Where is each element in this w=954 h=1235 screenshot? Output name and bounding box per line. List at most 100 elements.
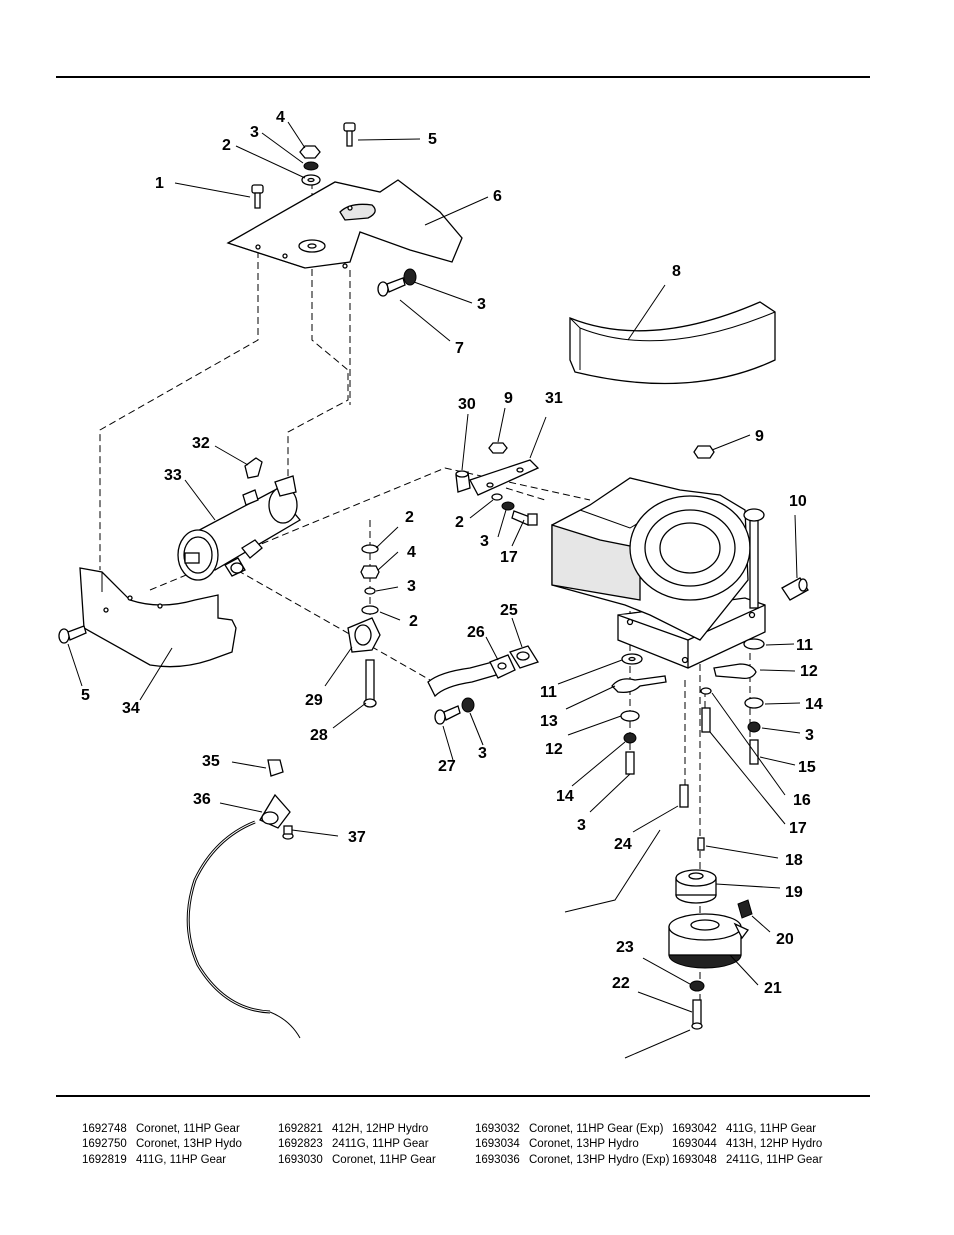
- bottom-rule: [56, 1095, 870, 1097]
- callout-1: 1: [155, 175, 164, 192]
- model-description: Coronet, 11HP Gear: [332, 1153, 436, 1166]
- model-entry: 1692823 2411G, 11HP Gear: [278, 1137, 436, 1152]
- callout-labels: 1 2 3 4 5 6 3 7 8 30 9 31 9 10 32 33 2 4…: [81, 109, 823, 997]
- top-hardware: [251, 122, 417, 297]
- heat-shield-part-34: [58, 567, 237, 668]
- pto-clutch: [564, 829, 753, 1059]
- model-number: 1693034: [475, 1138, 520, 1151]
- callout-6: 6: [493, 188, 502, 205]
- model-description: 411G, 11HP Gear: [726, 1123, 817, 1135]
- model-description: 412H, 12HP Hydro: [332, 1123, 429, 1135]
- callout-3: 3: [577, 817, 586, 834]
- callout-10: 10: [789, 493, 807, 510]
- callout-19: 19: [785, 884, 803, 901]
- muffler-part-33: [177, 457, 301, 581]
- callout-15: 15: [798, 759, 816, 776]
- callout-4: 4: [276, 109, 285, 126]
- exploded-parts-diagram: 1 2 3 4 5 6 3 7 8 30 9 31 9 10 32 33 2 4…: [58, 109, 823, 1059]
- model-number: 1692748: [82, 1123, 127, 1135]
- callout-20: 20: [776, 931, 794, 948]
- callout-32: 32: [192, 435, 210, 452]
- callout-3: 3: [480, 533, 489, 550]
- model-entry: 1692748 Coronet, 11HP Gear: [82, 1122, 242, 1137]
- callout-4: 4: [407, 544, 416, 561]
- engine: [551, 445, 809, 669]
- top-rule: [56, 76, 870, 78]
- callout-9: 9: [504, 390, 513, 407]
- callout-16: 16: [793, 792, 811, 809]
- callout-27: 27: [438, 758, 456, 775]
- callout-36: 36: [193, 791, 211, 808]
- model-description: Coronet, 11HP Gear (Exp): [529, 1123, 664, 1135]
- model-entry: 1693032 Coronet, 11HP Gear (Exp): [475, 1122, 669, 1137]
- throttle-cable: [186, 759, 301, 1039]
- callout-12: 12: [800, 663, 818, 680]
- model-number: 1692823: [278, 1138, 323, 1151]
- leader-lines: [67, 121, 801, 1013]
- callout-25: 25: [500, 602, 518, 619]
- callout-13: 13: [540, 713, 558, 730]
- callout-31: 31: [545, 390, 563, 407]
- callout-24: 24: [614, 836, 632, 853]
- callout-3: 3: [805, 727, 814, 744]
- callout-9: 9: [755, 428, 764, 445]
- callout-3: 3: [478, 745, 487, 762]
- callout-2: 2: [405, 509, 414, 526]
- model-description: Coronet, 11HP Gear: [136, 1123, 240, 1135]
- model-number: 1693042: [672, 1123, 717, 1135]
- bracket-part-31: [455, 442, 540, 526]
- model-description: 2411G, 11HP Gear: [332, 1138, 429, 1151]
- callout-2: 2: [222, 137, 231, 154]
- model-entry: 1692819 411G, 11HP Gear: [82, 1153, 242, 1168]
- left-washer-stack: [611, 653, 667, 775]
- callout-14: 14: [556, 788, 574, 805]
- model-entry: 1693034 Coronet, 13HP Hydro: [475, 1137, 669, 1152]
- model-number: 1693044: [672, 1138, 717, 1151]
- callout-37: 37: [348, 829, 366, 846]
- center-hardware: [347, 544, 381, 708]
- callout-21: 21: [764, 980, 782, 997]
- callout-30: 30: [458, 396, 476, 413]
- callout-11: 11: [540, 684, 557, 701]
- curved-piece-8: [569, 301, 776, 385]
- model-number: 1693032: [475, 1123, 520, 1135]
- callout-35: 35: [202, 753, 220, 770]
- callout-5: 5: [428, 131, 437, 148]
- callout-17: 17: [500, 549, 518, 566]
- callout-28: 28: [310, 727, 328, 744]
- callout-11: 11: [796, 637, 813, 654]
- model-description: Coronet, 13HP Hydro (Exp): [529, 1153, 670, 1166]
- callout-29: 29: [305, 692, 323, 709]
- model-description: 2411G, 11HP Gear: [726, 1153, 823, 1166]
- callout-2: 2: [409, 613, 418, 630]
- model-description: 413H, 12HP Hydro: [726, 1138, 823, 1151]
- callout-12: 12: [545, 741, 563, 758]
- callout-23: 23: [616, 939, 634, 956]
- model-column: 1693042 411G, 11HP Gear 1693044 413H, 12HP…: [672, 1122, 823, 1168]
- callout-14: 14: [805, 696, 823, 713]
- callout-34: 34: [122, 700, 140, 717]
- model-entry: 1693042 411G, 11HP Gear: [672, 1122, 823, 1137]
- model-description: Coronet, 13HP Hydro: [529, 1138, 639, 1151]
- shield-part-6: [226, 179, 463, 269]
- callout-3: 3: [477, 296, 486, 313]
- exhaust-pipe-part-26: [427, 645, 539, 725]
- callout-17: 17: [789, 820, 807, 837]
- model-number: 1693048: [672, 1153, 717, 1166]
- callout-3: 3: [407, 578, 416, 595]
- model-description: 411G, 11HP Gear: [136, 1153, 227, 1166]
- callout-22: 22: [612, 975, 630, 992]
- model-entry: 1693030 Coronet, 11HP Gear: [278, 1153, 436, 1168]
- model-number: 1692750: [82, 1138, 127, 1151]
- model-number: 1692819: [82, 1153, 127, 1166]
- callout-33: 33: [164, 467, 182, 484]
- callout-2: 2: [455, 514, 464, 531]
- callout-3: 3: [250, 124, 259, 141]
- model-number: 1693030: [278, 1153, 323, 1166]
